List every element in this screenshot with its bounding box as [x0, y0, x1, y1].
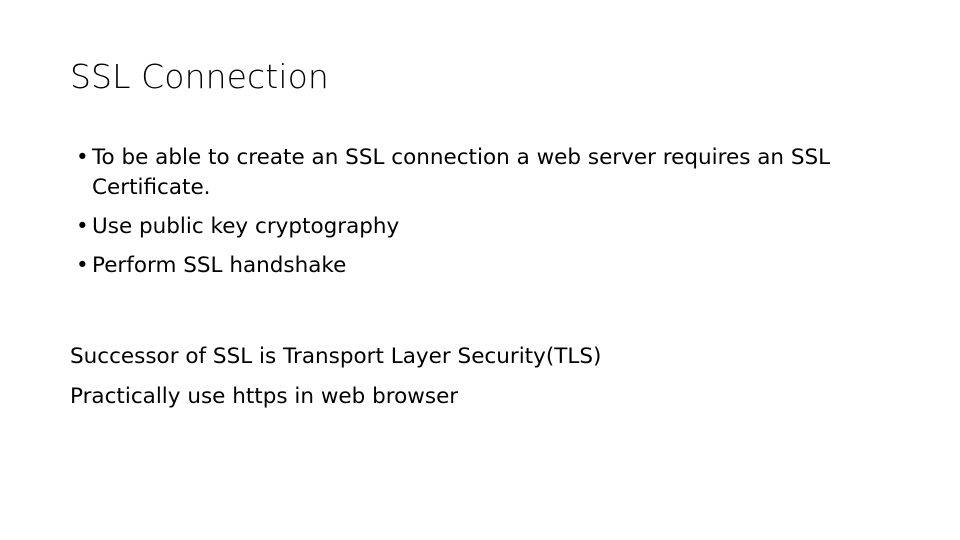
list-item: • To be able to create an SSL connection…	[70, 143, 890, 203]
bullet-point-icon: •	[76, 253, 89, 278]
list-item-text: To be able to create an SSL connection a…	[92, 145, 831, 200]
paragraph-line: Practically use https in web browser	[70, 384, 459, 409]
list-item-text: Perform SSL handshake	[92, 253, 347, 278]
slide-paragraphs: Successor of SSL is Transport Layer Secu…	[70, 337, 890, 417]
list-item: • Use public key cryptography	[70, 212, 890, 242]
page-title: SSL Connection	[70, 57, 329, 96]
paragraph-line: Successor of SSL is Transport Layer Secu…	[70, 344, 602, 369]
list-item: • Perform SSL handshake	[70, 251, 890, 281]
slide-body: • To be able to create an SSL connection…	[70, 143, 890, 281]
bullet-list: • To be able to create an SSL connection…	[70, 143, 890, 281]
bullet-point-icon: •	[76, 145, 89, 170]
list-item-text: Use public key cryptography	[92, 214, 400, 239]
bullet-point-icon: •	[76, 214, 89, 239]
